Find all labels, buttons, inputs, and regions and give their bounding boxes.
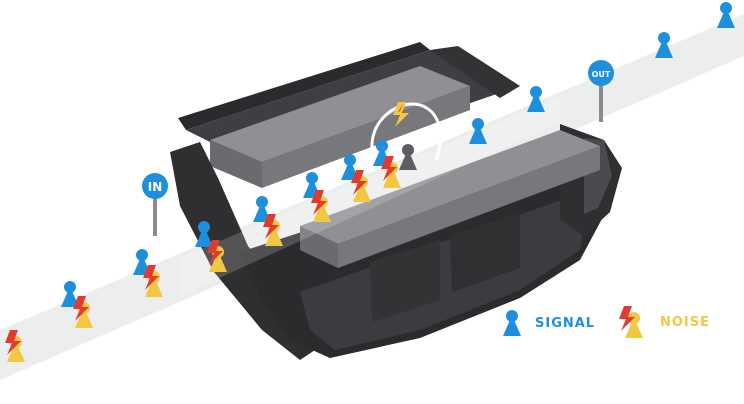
signal-pawn	[655, 32, 673, 58]
legend-noise-label: NOISE	[660, 315, 710, 330]
highlight-ring	[370, 102, 442, 161]
legend-signal-icon	[503, 310, 521, 336]
signal-pawn	[717, 2, 735, 28]
legend: SIGNAL NOISE	[503, 306, 710, 338]
out-signpost: OUT	[588, 60, 614, 122]
signal-path-band	[0, 14, 744, 380]
out-sign-label: OUT	[592, 70, 611, 79]
in-signpost: IN	[142, 173, 168, 236]
legend-signal-label: SIGNAL	[535, 316, 595, 331]
upper-core-slab	[210, 66, 470, 188]
in-sign-label: IN	[148, 180, 163, 194]
filter-housing	[170, 124, 622, 360]
pawns-group	[5, 2, 735, 362]
lower-core-slab	[300, 130, 600, 268]
band-through-core	[180, 96, 560, 296]
signal-pawn	[527, 86, 545, 112]
